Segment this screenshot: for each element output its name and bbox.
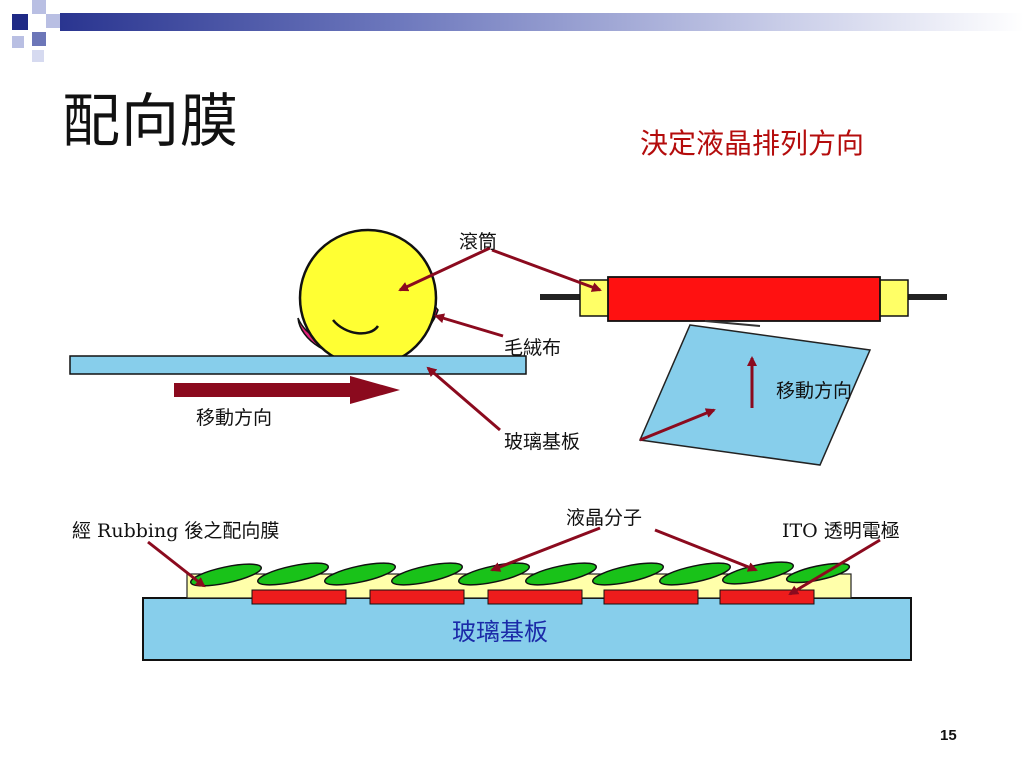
label-cloth: 毛絨布	[504, 337, 561, 359]
glass-substrate-top	[69, 355, 527, 375]
direction-arrow-left	[174, 376, 400, 404]
label-direction-left: 移動方向	[196, 407, 272, 429]
label-aligned-film: 經 Rubbing 後之配向膜	[72, 520, 279, 542]
label-roller: 滾筒	[459, 231, 497, 253]
pointer-arrows-lower	[147, 526, 881, 596]
lc-molecules	[189, 561, 851, 587]
pointer-arrows-upper	[398, 246, 716, 442]
corner-decoration	[12, 0, 60, 62]
page-number: 15	[940, 727, 957, 744]
slide-subtitle: 決定液晶排列方向	[640, 127, 865, 160]
slide-title: 配向膜	[62, 87, 240, 155]
label-glass-top: 玻璃基板	[504, 431, 580, 453]
roller-assembly	[297, 228, 439, 368]
label-direction-right: 移動方向	[776, 380, 852, 402]
glass-substrate-bottom	[142, 597, 912, 661]
ito-electrodes	[251, 589, 815, 605]
label-glass-bottom: 玻璃基板	[452, 618, 548, 646]
label-lc-molecules: 液晶分子	[566, 507, 642, 529]
roller-rod	[607, 276, 881, 322]
glass-substrate-tilted	[638, 324, 872, 466]
label-ito: ITO 透明電極	[782, 520, 900, 542]
roller-side-view	[540, 276, 947, 327]
title-bar-gradient	[60, 13, 1024, 31]
roller-circle	[298, 228, 438, 368]
